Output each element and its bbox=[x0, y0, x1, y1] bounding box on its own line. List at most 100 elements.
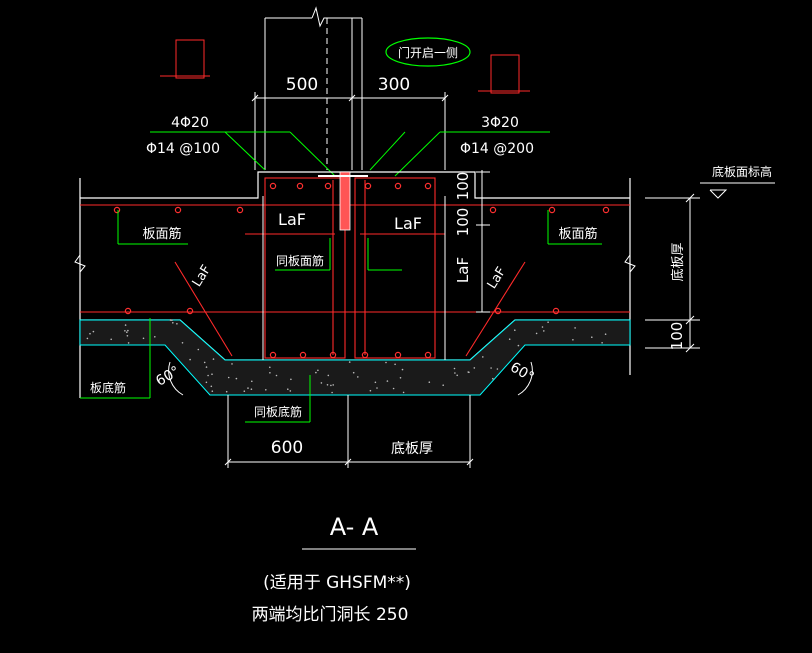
blinding-speckle bbox=[453, 367, 456, 370]
door-note-text: 门开启一侧 bbox=[398, 45, 458, 60]
blinding-speckle bbox=[402, 391, 405, 394]
left-main-bar: 4Φ20 bbox=[171, 115, 209, 131]
blinding-speckle bbox=[376, 387, 378, 389]
blinding-speckle bbox=[269, 372, 271, 374]
blinding-dots bbox=[86, 319, 607, 394]
slab-bottom-bar: 板底筋 bbox=[90, 380, 126, 395]
blinding-speckle bbox=[394, 363, 396, 366]
door-note-ellipse bbox=[385, 37, 471, 67]
blinding-speckle bbox=[327, 374, 330, 377]
vertical-dimensions bbox=[476, 170, 700, 353]
caption-note-1: (适用于 GHSFM**) bbox=[263, 573, 411, 593]
rebar-dot bbox=[494, 307, 502, 315]
same-slab-top-bar: 同板面筋 bbox=[276, 253, 324, 268]
dim-vert-top: 100 bbox=[454, 172, 472, 201]
blinding-speckle bbox=[317, 369, 319, 372]
break-marks bbox=[74, 254, 636, 273]
blinding-speckle bbox=[235, 377, 238, 380]
blinding-speckle bbox=[401, 368, 404, 371]
blinding-speckle bbox=[142, 337, 145, 340]
blinding-speckle bbox=[89, 332, 91, 335]
blinding-speckle bbox=[124, 324, 127, 326]
blinding-speckle bbox=[348, 361, 351, 363]
right-main-bar: 3Φ20 bbox=[481, 115, 519, 131]
rebar-leaders bbox=[150, 131, 550, 177]
rebar-dot bbox=[394, 182, 402, 190]
dim-bottom-left: 600 bbox=[271, 438, 303, 458]
blinding-speckle bbox=[127, 329, 129, 332]
blinding-speckle bbox=[574, 327, 576, 329]
rebar-dot bbox=[329, 351, 337, 359]
blinding-speckle bbox=[243, 390, 246, 393]
blinding-speckle bbox=[247, 387, 249, 389]
blinding-speckle bbox=[473, 367, 476, 369]
rebar-dot bbox=[361, 351, 369, 359]
blinding-speckle bbox=[171, 319, 173, 322]
blinding-speckle bbox=[124, 330, 126, 332]
blinding-speckle bbox=[572, 339, 574, 341]
blinding-speckle bbox=[287, 388, 289, 391]
section-title: A- A bbox=[330, 513, 379, 541]
marker-square-right bbox=[490, 54, 520, 94]
rebar-dot bbox=[113, 206, 121, 214]
laf-dimensions bbox=[262, 196, 446, 360]
rebar-dot bbox=[269, 351, 277, 359]
blinding-speckle bbox=[212, 358, 215, 360]
blinding-speckle bbox=[210, 385, 213, 388]
blinding-speckle bbox=[126, 331, 128, 334]
rebar-lines bbox=[80, 177, 630, 359]
blinding-speckle bbox=[330, 384, 332, 387]
rebar-dot bbox=[324, 182, 332, 190]
blinding-speckle bbox=[331, 391, 333, 394]
rebar-dot bbox=[236, 206, 244, 214]
rebar-dot bbox=[548, 206, 556, 214]
blinding-speckle bbox=[442, 384, 445, 387]
blinding-speckle bbox=[275, 374, 278, 377]
blinding-speckle bbox=[467, 371, 470, 373]
blinding-layer bbox=[79, 319, 631, 396]
blinding-speckle bbox=[231, 363, 233, 365]
blinding-speckle bbox=[92, 330, 95, 333]
rebar-dot bbox=[296, 182, 304, 190]
blinding-speckle bbox=[172, 322, 174, 324]
blinding-speckle bbox=[508, 338, 511, 341]
rebar-dot bbox=[489, 206, 497, 214]
blinding-speckle bbox=[315, 371, 317, 374]
label-leaders bbox=[80, 210, 602, 423]
blinding-speckle bbox=[352, 371, 355, 374]
blinding-speckle bbox=[86, 337, 89, 340]
blinding-speckle bbox=[265, 389, 267, 391]
blinding-speckle bbox=[386, 380, 389, 382]
blinding-speckle bbox=[251, 380, 253, 383]
blinding-speckle bbox=[374, 381, 377, 384]
rebar-dot bbox=[269, 182, 277, 190]
dim-vert-laf: LaF bbox=[454, 257, 472, 283]
blinding-speckle bbox=[392, 387, 395, 390]
blinding-speckle bbox=[482, 356, 484, 358]
blinding-speckle bbox=[211, 373, 213, 376]
blinding-speckle bbox=[197, 348, 200, 351]
marker-square-left bbox=[175, 39, 205, 79]
angle-arcs bbox=[168, 361, 533, 396]
blinding-speckle bbox=[250, 388, 253, 391]
blinding-speckle bbox=[496, 368, 499, 370]
blinding-speckle bbox=[543, 330, 545, 332]
blinding-speckle bbox=[369, 389, 372, 392]
right-stirrup: Φ14 @200 bbox=[460, 141, 534, 157]
blinding-speckle bbox=[456, 374, 459, 377]
blinding-speckle bbox=[490, 367, 492, 369]
rebar-dot bbox=[602, 206, 610, 214]
blinding-speckle bbox=[320, 382, 323, 384]
blinding-speckle bbox=[517, 344, 520, 347]
blinding-speckle bbox=[399, 377, 402, 379]
bottom-dimension bbox=[224, 395, 474, 468]
rebar-dot bbox=[552, 307, 560, 315]
slab-top-bar-right: 板面筋 bbox=[558, 226, 597, 242]
elevation-label: 底板面标高 bbox=[712, 164, 772, 179]
blinding-speckle bbox=[181, 342, 184, 344]
blinding-speckle bbox=[290, 378, 292, 381]
blinding-speckle bbox=[211, 390, 214, 393]
blinding-speckle bbox=[269, 366, 271, 369]
blinding-speckle bbox=[176, 323, 178, 325]
